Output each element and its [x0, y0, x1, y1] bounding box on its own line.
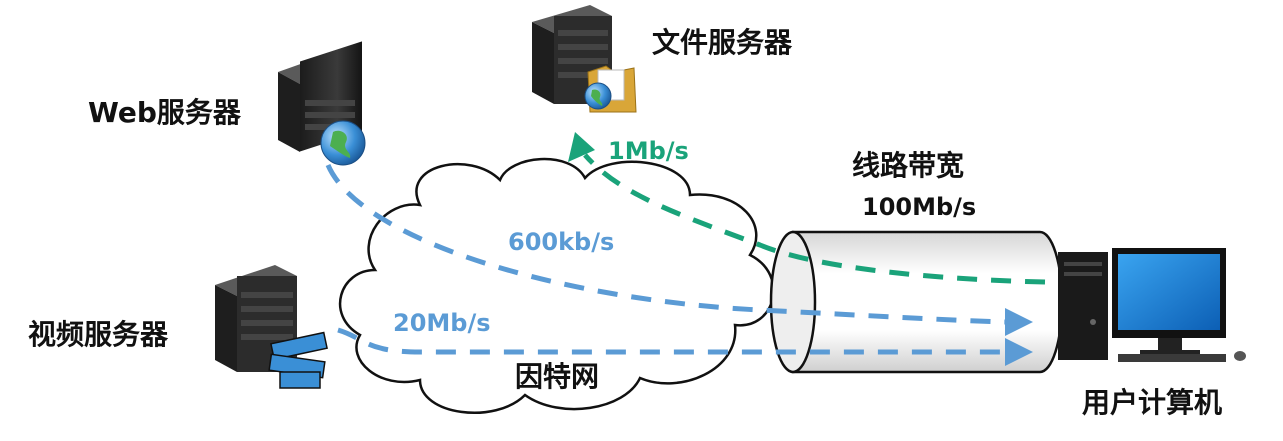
web-rate-label: 600kb/s	[508, 228, 614, 256]
file-server-label: 文件服务器	[652, 26, 793, 59]
file-rate-label: 1Mb/s	[608, 137, 689, 165]
video-server-label: 视频服务器	[28, 318, 169, 351]
video-flow-arrowhead	[1005, 338, 1033, 366]
web-server-label: Web服务器	[88, 96, 242, 129]
video-rate-label: 20Mb/s	[393, 309, 491, 337]
video-flow-line	[337, 327, 1005, 355]
bandwidth-value: 100Mb/s	[862, 193, 976, 221]
internet-cloud	[338, 157, 775, 414]
web-server-icon	[278, 41, 366, 166]
user-computer-label: 用户计算机	[1082, 386, 1222, 419]
file-server-icon	[532, 5, 637, 113]
file-flow-arrowhead	[568, 132, 595, 162]
internet-label: 因特网	[515, 360, 599, 393]
web-flow-arrowhead	[1005, 308, 1033, 336]
desktop-computer-icon	[1058, 248, 1246, 362]
bandwidth-title: 线路带宽	[852, 149, 964, 182]
flow-lines	[325, 153, 1046, 355]
file-flow-line	[583, 153, 1046, 285]
flow-arrowheads	[568, 132, 1033, 366]
web-flow-line	[325, 164, 1006, 325]
film-strip-icon	[268, 331, 328, 389]
video-server-icon	[215, 265, 328, 389]
